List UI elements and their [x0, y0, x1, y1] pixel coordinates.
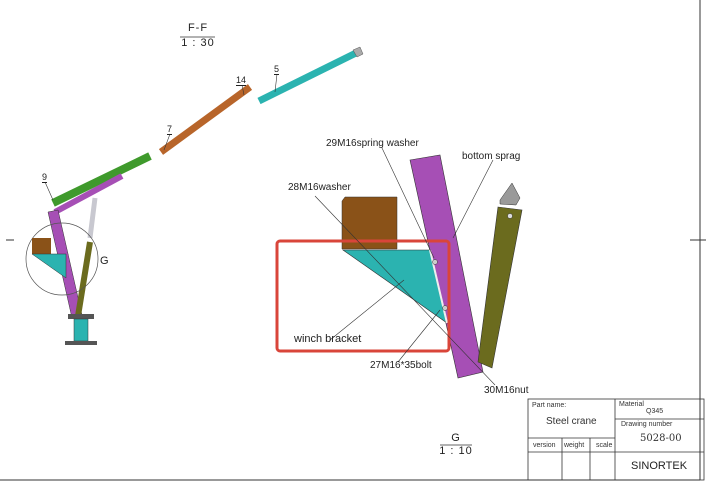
- boom-section-9: [51, 152, 152, 207]
- view-g-scale: 1 : 10: [439, 445, 473, 457]
- company-name: SINORTEK: [631, 460, 688, 472]
- weight-label: weight: [564, 442, 585, 449]
- highlight-box: [275, 239, 451, 353]
- part-number-5: 5: [274, 64, 280, 75]
- olive-cylinder: [75, 241, 93, 317]
- small-winch-bracket: [31, 253, 67, 279]
- leader: [241, 84, 245, 96]
- base-flange: [68, 314, 94, 319]
- base-plate: [65, 341, 97, 345]
- part-name-label: Part name:: [532, 402, 567, 409]
- bolt-icon: [432, 259, 438, 265]
- purple-brace: [53, 173, 124, 215]
- gray-cylinder: [87, 197, 98, 239]
- part-name: Steel crane: [546, 416, 597, 427]
- detail-circle-label: G: [100, 255, 109, 267]
- boom-section-14-7: [158, 84, 253, 155]
- material: Q345: [646, 408, 664, 415]
- pin-hole: [507, 213, 513, 219]
- view-g-name: G: [451, 432, 461, 444]
- callout-nut: 30M16nut: [484, 385, 529, 396]
- material-label: Material: [619, 401, 644, 408]
- drawing-number-label: Drawing number: [621, 421, 673, 428]
- callout-washer: 28M16washer: [288, 182, 351, 193]
- leader: [44, 181, 54, 201]
- scale-label: scale: [596, 442, 613, 449]
- olive-bar: [477, 206, 523, 369]
- callout-bolt: 27M16*35bolt: [370, 360, 432, 371]
- version-label: version: [533, 442, 556, 449]
- title-block-lines: [527, 398, 705, 481]
- callout-spring-washer: 29M16spring washer: [326, 138, 419, 149]
- winch-bracket: [342, 249, 448, 324]
- leader: [274, 73, 278, 93]
- boom-tip: [352, 46, 364, 58]
- olive-bar-tip: [499, 182, 521, 206]
- part-number-14: 14: [236, 75, 247, 86]
- callout-bottom-sprag: bottom sprag: [462, 151, 521, 162]
- bolt-icon: [442, 305, 448, 311]
- part-number-9: 9: [42, 172, 48, 183]
- detail-g: [275, 147, 523, 386]
- part-number-7: 7: [167, 124, 173, 135]
- view-ff-name: F-F: [187, 22, 209, 34]
- view-ff-scale: 1 : 30: [181, 37, 215, 49]
- leader: [163, 133, 171, 151]
- callout-winch-bracket: winch bracket: [294, 333, 362, 345]
- leader-lines: [314, 147, 496, 386]
- small-winch-box: [32, 238, 51, 254]
- crane-assembly: [25, 46, 364, 345]
- winch-box: [341, 196, 398, 250]
- detail-circle-g: [25, 222, 99, 296]
- base-post: [73, 318, 89, 342]
- boom-section-5: [257, 48, 360, 105]
- drawing-number: 5028-00: [640, 433, 682, 444]
